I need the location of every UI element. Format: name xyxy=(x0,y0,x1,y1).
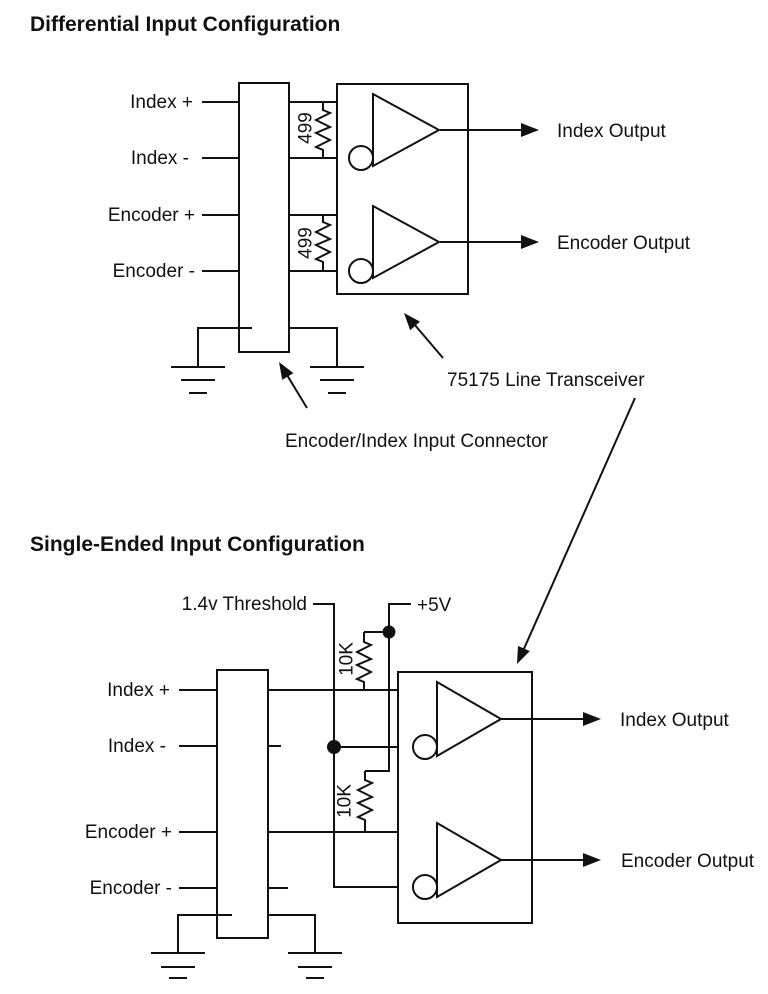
d2-supply-rail xyxy=(365,603,411,772)
d2-encoder-amp-triangle xyxy=(436,821,503,899)
d1-encoder-output-label: Encoder Output xyxy=(557,233,691,254)
d1-encoder-output-arrowhead xyxy=(521,235,539,249)
d1-encoder-invert-bubble xyxy=(348,258,374,284)
d2-ground-right xyxy=(268,914,342,979)
diagram2-title: Single-Ended Input Configuration xyxy=(30,533,365,556)
d1-resistor-499-top: 499 xyxy=(296,102,333,158)
d2-threshold-label: 1.4v Threshold xyxy=(182,594,307,615)
d2-encoder-output-label: Encoder Output xyxy=(621,851,755,872)
d2-index-output-label: Index Output xyxy=(620,710,730,731)
d1-index-invert-bubble xyxy=(348,145,374,171)
d1-input-connector xyxy=(238,82,290,353)
d1-encoder-plus-label: Encoder + xyxy=(108,205,195,226)
d1-ground-right xyxy=(289,327,364,394)
d1-ground-left xyxy=(171,327,252,394)
diagram1-title: Differential Input Configuration xyxy=(30,13,340,36)
d2-index-minus-label: Index - xyxy=(108,736,166,757)
d2-index-invert-bubble xyxy=(412,734,438,760)
d2-encoder-invert-bubble xyxy=(412,874,438,900)
d2-ground-left xyxy=(151,914,232,979)
differential-diagram: Differential Input Configuration Index +… xyxy=(30,13,691,664)
d2-junction-dot-threshold xyxy=(327,740,341,754)
d1-resistor1-value: 499 xyxy=(296,112,317,144)
d2-resistor-10k-bottom: 10K xyxy=(335,771,375,832)
d2-supply-label: +5V xyxy=(417,595,452,616)
d1-connector-annotation-arrow xyxy=(279,362,308,409)
d1-encoder-amp-triangle xyxy=(372,204,442,280)
d1-encoder-minus-label: Encoder - xyxy=(113,261,195,282)
d2-index-plus-label: Index + xyxy=(107,680,170,701)
d2-index-amp-triangle xyxy=(436,680,503,758)
d2-resistor-10k-top: 10K xyxy=(337,632,374,690)
d1-connector-annotation: Encoder/Index Input Connector xyxy=(285,431,549,452)
d1-index-plus-label: Index + xyxy=(130,92,193,113)
single-ended-diagram: Single-Ended Input Configuration 1.4v Th… xyxy=(30,533,755,979)
transceiver-link-arrow xyxy=(517,397,636,664)
d1-resistor2-value: 499 xyxy=(296,227,317,259)
d2-input-connector xyxy=(216,669,269,939)
d2-encoder-minus-label: Encoder - xyxy=(90,878,172,899)
d1-index-minus-label: Index - xyxy=(131,148,189,169)
d2-encoder-plus-label: Encoder + xyxy=(85,822,172,843)
d1-resistor-499-bottom: 499 xyxy=(296,215,333,271)
d1-index-output-arrowhead xyxy=(521,123,539,137)
d2-resistor1-value: 10K xyxy=(337,642,358,676)
d2-index-output-arrowhead xyxy=(583,712,601,726)
d1-transceiver-annotation-arrow xyxy=(404,313,444,359)
d1-index-output-label: Index Output xyxy=(557,121,667,142)
d1-transceiver-annotation: 75175 Line Transceiver xyxy=(447,370,645,391)
d2-encoder-output-arrowhead xyxy=(583,853,601,867)
d1-index-amp-triangle xyxy=(372,92,442,168)
d2-resistor2-value: 10K xyxy=(335,784,356,818)
